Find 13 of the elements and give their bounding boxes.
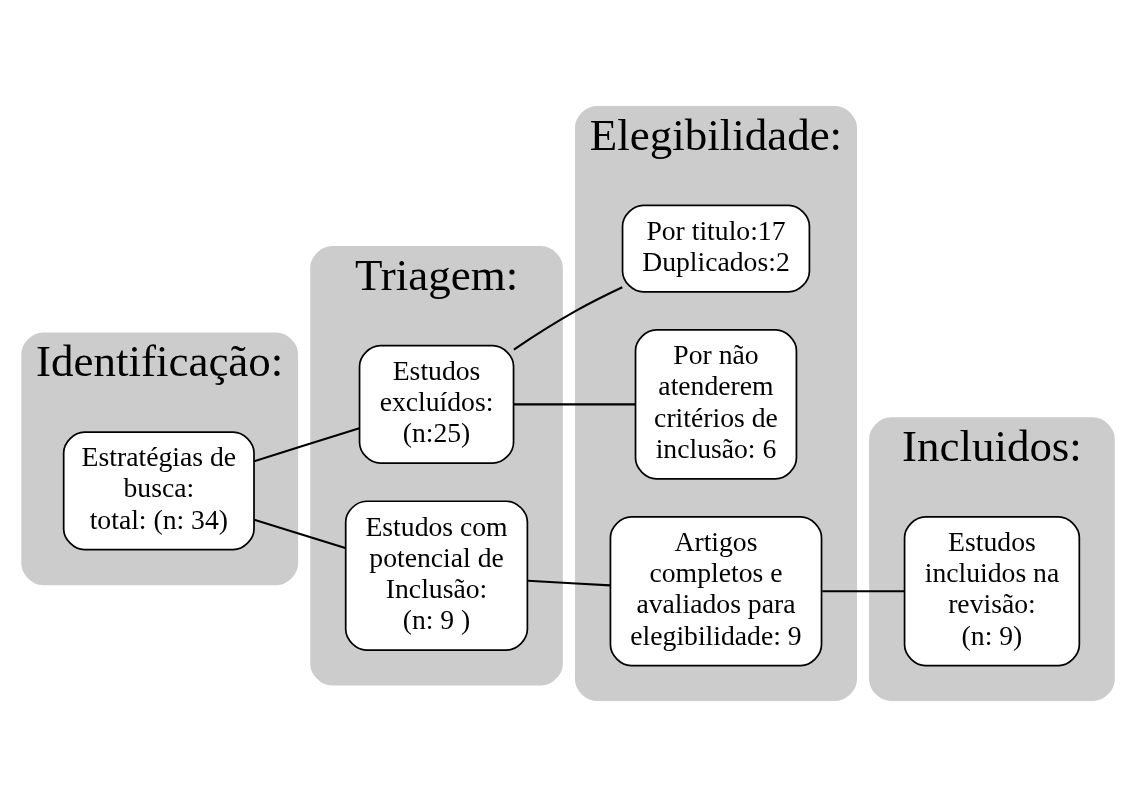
node-box: Por não atenderem critérios de inclusão: 6: [634, 329, 798, 480]
connector: [513, 403, 636, 406]
node-box: Por titulo:17 Duplicados:2: [621, 204, 811, 293]
connector: [527, 579, 611, 587]
connector: [253, 427, 360, 463]
node-box: Estudos excluídos: (n:25): [358, 344, 515, 465]
node-box: Estudos com potencial de Inclusão: (n: 9 ): [344, 500, 529, 651]
node-box: Estudos incluidos na revisão: (n: 9): [903, 515, 1081, 667]
connector: [822, 590, 905, 593]
node-box: Artigos completos e avaliados para elegibilidade: 9: [609, 515, 823, 667]
connector: [513, 286, 623, 351]
connector: [253, 518, 346, 549]
node-box: Estratégias de busca: total: (n: 34): [62, 431, 255, 551]
